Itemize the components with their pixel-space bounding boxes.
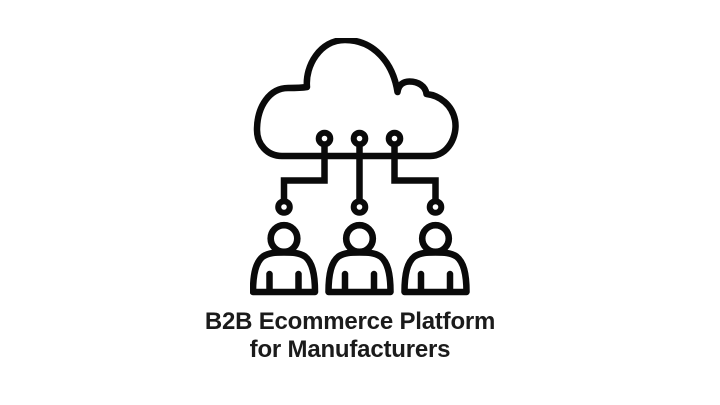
cloud-node-middle-icon [350, 129, 369, 148]
cloud-node-right-icon [385, 129, 404, 148]
user-body-icon [325, 249, 394, 296]
cloud-node-left-icon [315, 129, 334, 148]
user-figure-middle-icon [325, 221, 394, 296]
user-arms-icon [341, 270, 378, 294]
terminal-node-left-icon [275, 198, 293, 216]
user-arms-icon [266, 270, 302, 294]
user-head-icon [267, 221, 301, 256]
cloud-network-svg [249, 36, 470, 296]
circuit-trace-left-icon [280, 138, 328, 207]
user-head-icon [342, 221, 377, 256]
user-body-icon [249, 249, 319, 296]
cloud-network-illustration [249, 36, 470, 300]
circuit-trace-right-icon [391, 138, 439, 207]
user-arms-icon [417, 270, 454, 294]
terminal-node-right-icon [426, 198, 445, 216]
cloud-icon [253, 36, 459, 160]
user-body-icon [401, 249, 470, 296]
user-figure-right-icon [401, 221, 470, 296]
terminal-node-middle-icon [350, 198, 369, 216]
user-head-icon [418, 221, 453, 256]
icon-stroke-group [249, 36, 470, 296]
user-figure-left-icon [249, 221, 319, 296]
caption: B2B Ecommerce Platform for Manufacturers [170, 308, 530, 364]
caption-line-1: B2B Ecommerce Platform [204, 308, 496, 335]
caption-line-2: for Manufacturers [249, 336, 451, 363]
